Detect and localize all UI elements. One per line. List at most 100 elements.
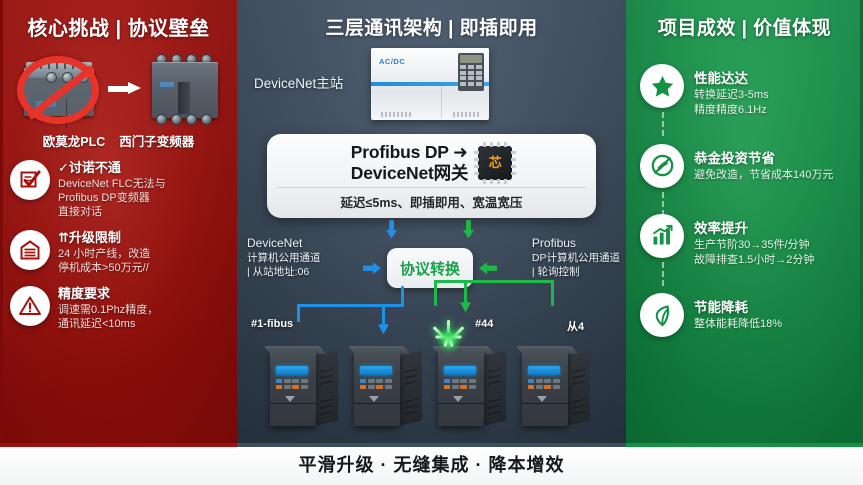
channel-left-label: DeviceNet 计算机公用通道 | 从站地址:06 xyxy=(247,236,321,279)
benefit-title: 性能达达 xyxy=(694,71,748,86)
channel-right-name: Profibus xyxy=(531,236,576,251)
benefit-desc: 生产节阶30→35件/分钟 故障排查1.5小时→2分钟 xyxy=(694,238,815,266)
footer-strip-red xyxy=(0,443,237,447)
bus-line xyxy=(434,280,554,284)
channel-left-line3: | 从站地址:06 xyxy=(247,265,310,278)
channel-left-line2: 计算机公用通道 xyxy=(247,251,321,264)
issue-body: ✓讨诺不通 DeviceNet FLC无法与 Profibus DP变频器 直接… xyxy=(58,160,166,219)
drive-unit xyxy=(431,344,510,428)
benefit-connector xyxy=(662,261,664,286)
gateway-card: Profibus DP ➜ DeviceNet网关 xyxy=(267,134,596,219)
master-seam xyxy=(441,86,442,118)
drive-display xyxy=(527,366,560,376)
bus-line xyxy=(464,280,467,305)
vfd-door xyxy=(177,82,190,114)
bus-line xyxy=(401,286,404,307)
drive-logo xyxy=(368,396,379,403)
benefit-body: 效率提升 生产节阶30→35件/分钟 故障排查1.5小时→2分钟 xyxy=(694,214,814,268)
panel-benefits: 项目成效 | 价值体现 性能达达 转换延迟3-5ms 精度精度6.1Hz xyxy=(626,0,863,443)
drive-unit xyxy=(347,344,426,428)
issue-item: ✓讨诺不通 DeviceNet FLC无法与 Profibus DP变频器 直接… xyxy=(0,160,237,219)
panel-challenges: 核心挑战 | 协议壁垒 xyxy=(0,0,237,443)
drive-split xyxy=(437,403,484,405)
factory-icon xyxy=(10,230,50,271)
issue-item: ⇈升级限制 24 小时产线，改造 停机成本>50万元// xyxy=(0,230,237,275)
gateway-title: Profibus DP ➜ DeviceNet网关 xyxy=(350,142,469,183)
issue-desc: 调速需0.1Phz精度， 通讯延迟<10ms xyxy=(58,304,159,331)
master-display xyxy=(460,55,482,63)
star-icon xyxy=(640,64,684,108)
footer-strip-green xyxy=(626,443,863,447)
drive-buttons xyxy=(359,379,392,389)
panel-architecture: 三层通讯架构 | 即插即用 DeviceNet主站 AC/DC xyxy=(237,0,626,443)
channel-right-line3: | 轮询控制 xyxy=(531,265,580,278)
devicenet-master-plc: AC/DC xyxy=(371,48,489,120)
benefit-item: 效率提升 生产节阶30→35件/分钟 故障排查1.5小时→2分钟 xyxy=(626,213,863,286)
drive-unit xyxy=(515,344,594,428)
bus-line xyxy=(297,304,404,308)
issue-title: ⇈升级限制 xyxy=(58,230,121,246)
right-edge-divider xyxy=(860,0,863,443)
drive-display xyxy=(443,366,476,376)
issue-body: ⇈升级限制 24 小时产线，改造 停机成本>50万元// xyxy=(58,230,150,275)
drive-logo xyxy=(536,396,547,403)
drive-buttons xyxy=(275,379,308,389)
master-station-row: DeviceNet主站 AC/DC xyxy=(237,46,626,128)
footer-banner: 平滑升级 · 无缝集成 · 降本增效 xyxy=(0,443,863,485)
drive-side xyxy=(482,350,506,427)
gateway-heading-row: Profibus DP ➜ DeviceNet网关 xyxy=(277,141,586,184)
device-names-row: 欧莫龙PLC 西门子变频器 xyxy=(0,131,237,150)
benefit-title: 效率提升 xyxy=(694,220,748,236)
drive-front xyxy=(521,350,568,427)
issue-item: 精度要求 调速需0.1Phz精度， 通讯延迟<10ms xyxy=(0,286,237,331)
bus-line xyxy=(551,280,554,307)
drive-side xyxy=(566,350,590,427)
benefit-body: 性能达达 转换延迟3-5ms 精度精度6.1Hz xyxy=(694,64,769,118)
bar-chart-up-icon xyxy=(640,213,684,258)
chip-glyph: 芯 xyxy=(488,155,502,171)
bus-line xyxy=(382,304,385,327)
arrow-left-green-icon xyxy=(479,262,497,275)
issue-body: 精度要求 调速需0.1Phz精度， 通讯延迟<10ms xyxy=(58,286,158,331)
vfd-bottom-terminals xyxy=(155,114,212,125)
issues-list: ✓讨诺不通 DeviceNet FLC无法与 Profibus DP变频器 直接… xyxy=(0,160,237,331)
drive-side xyxy=(398,350,422,427)
microchip-icon: 芯 xyxy=(474,141,517,184)
benefit-connector xyxy=(662,112,664,136)
master-keypad xyxy=(458,53,484,91)
drive-buttons xyxy=(443,379,476,389)
drive-display xyxy=(275,366,308,376)
master-station-label: DeviceNet主站 xyxy=(254,76,344,91)
energy-leaf-icon xyxy=(640,293,684,338)
panels-container: 核心挑战 | 协议壁垒 xyxy=(0,0,863,443)
drive-front xyxy=(353,350,400,427)
benefit-title: 节能降耗 xyxy=(694,300,748,316)
benefit-desc: 避免改造，节省成本140万元 xyxy=(694,168,834,181)
footer-strip-slate xyxy=(237,443,626,447)
drive-side xyxy=(314,350,338,427)
drive-tag: 从4 xyxy=(567,321,585,334)
center-panel-title: 三层通讯架构 | 即插即用 xyxy=(325,18,538,39)
gateway-subtitle: 延迟≤5ms、即插即用、宽温宽压 xyxy=(277,187,586,218)
bus-line xyxy=(434,280,437,307)
drive-logo xyxy=(452,396,463,403)
channel-right-label: Profibus DP计算机公用通道 | 轮询控制 xyxy=(532,236,620,279)
protocol-conversion-label: 协议转换 xyxy=(399,260,460,278)
vfd-device xyxy=(148,52,222,128)
benefits-list: 性能达达 转换延迟3-5ms 精度精度6.1Hz xyxy=(626,64,863,338)
master-vent-left xyxy=(381,112,413,117)
drive-split xyxy=(269,403,316,405)
vfd-brand-strip xyxy=(159,82,174,87)
gateway-title-line1: Profibus DP ➜ xyxy=(350,142,468,162)
arrow-down-to-drive-icon xyxy=(378,324,389,335)
checklist-icon xyxy=(10,160,50,200)
issue-desc: DeviceNet FLC无法与 Profibus DP变频器 直接对话 xyxy=(58,177,166,219)
benefit-title: 恭金投资节省 xyxy=(694,150,775,166)
benefit-body: 节能降耗 整体能耗降低18% xyxy=(694,293,782,332)
issue-title: 精度要求 xyxy=(58,286,111,302)
benefit-connector xyxy=(662,191,664,216)
master-stripe xyxy=(371,82,489,86)
prohibition-sign-icon xyxy=(16,56,99,124)
device-name-plc: 欧莫龙PLC xyxy=(42,135,106,149)
